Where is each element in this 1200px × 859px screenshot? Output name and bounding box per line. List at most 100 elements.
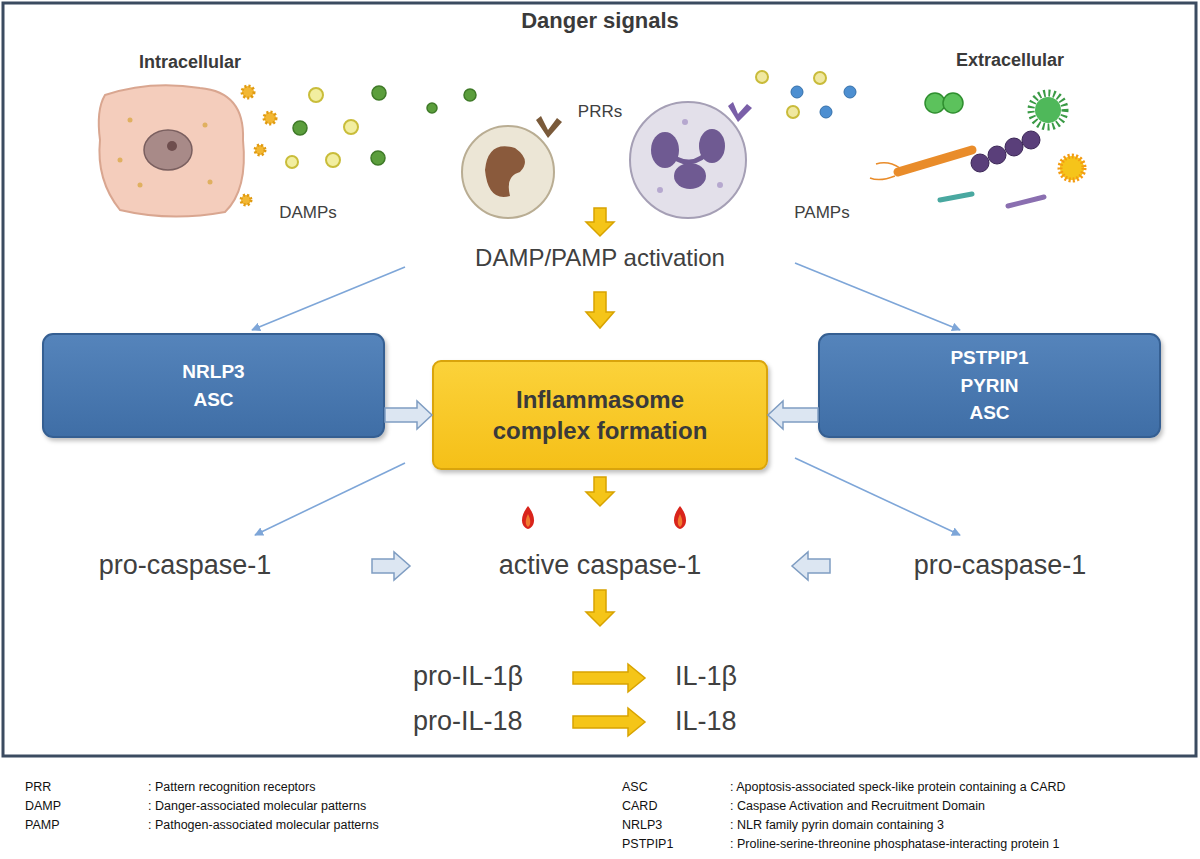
flame-symbol [678, 514, 683, 527]
node-text: Inflammasome complex formation [493, 384, 708, 446]
flow-arrow [573, 664, 645, 692]
abbreviation-text: ASC [622, 780, 648, 794]
granule [682, 119, 688, 125]
flame-symbol [674, 506, 686, 529]
flow-arrow [586, 477, 614, 506]
host-cell [99, 85, 244, 216]
flow-arrow [586, 590, 614, 626]
pamp-molecule [756, 71, 768, 83]
bacterium [943, 93, 963, 113]
bacterium [1060, 156, 1084, 180]
released-particle [255, 145, 265, 155]
flow-label: pro-IL-18 [413, 706, 523, 737]
released-particle [242, 86, 254, 98]
released-particle [241, 195, 251, 205]
diagram-title: Danger signals [521, 8, 679, 33]
receptor-symbol [536, 116, 562, 138]
pointer-line [795, 458, 960, 535]
flow-label: pro-IL-1β [413, 661, 523, 692]
pamp-molecule [787, 106, 799, 118]
node-text: PSTPIP1 [950, 344, 1028, 372]
block-arrow [385, 401, 432, 429]
damp-molecule [427, 103, 437, 113]
damp-molecule [344, 120, 358, 134]
abbreviation-text: : Pathogen-associated molecular patterns [148, 818, 379, 832]
immune-cell [462, 126, 554, 218]
damp-molecule [293, 121, 307, 135]
immune-cell [630, 102, 746, 218]
flow-label: Intracellular [139, 52, 241, 73]
flow-label: DAMPs [279, 203, 337, 223]
damp-molecule [286, 156, 298, 168]
abbreviation-text: : Caspase Activation and Recruitment Dom… [730, 799, 985, 813]
abbreviation-text: PAMP [25, 818, 60, 832]
node-text: ASC [969, 399, 1009, 427]
cell-granule [203, 123, 208, 128]
cell-granule [118, 158, 123, 163]
nucleus-lobe [674, 163, 706, 189]
abbreviation-text: : Apoptosis-associated speck-like protei… [730, 780, 1066, 794]
flow-arrow [573, 708, 645, 736]
abbreviation-text: CARD [622, 799, 657, 813]
flow-label: PAMPs [794, 203, 849, 223]
outer-frame [3, 3, 1196, 756]
pamp-molecule [814, 72, 826, 84]
bacterium [971, 154, 989, 172]
flow-arrow [586, 208, 614, 236]
abbreviation-text: DAMP [25, 799, 61, 813]
cell-granule [208, 180, 213, 185]
flow-label: PRRs [578, 102, 622, 122]
nucleus-lobe [699, 129, 725, 163]
bacterium [988, 146, 1006, 164]
flow-label: IL-1β [675, 661, 737, 692]
bacterium [1022, 131, 1040, 149]
flow-label: Extracellular [956, 50, 1064, 71]
abbreviation-text: PSTPIP1 [622, 837, 673, 851]
virus [1035, 97, 1061, 123]
flow-label: active caspase-1 [499, 550, 702, 581]
abbreviation-text: : Pattern recognition receptors [148, 780, 315, 794]
pamp-molecule [844, 86, 856, 98]
abbreviation-text: : NLR family pyrin domain containing 3 [730, 818, 944, 832]
bacterium [1005, 138, 1023, 156]
bacterium [940, 194, 972, 200]
protein-box: PSTPIP1PYRINASC [818, 333, 1161, 438]
flame-symbol [522, 506, 534, 529]
block-arrow [768, 401, 818, 429]
nucleus-lobe [651, 132, 679, 168]
damp-molecule [464, 89, 476, 101]
flow-label: pro-caspase-1 [914, 550, 1087, 581]
damp-molecule [372, 86, 386, 100]
pointer-line [255, 463, 405, 535]
bacterium [1008, 197, 1044, 206]
flow-arrow [586, 292, 614, 328]
abbreviation-text: : Proline-serine-threonine phosphatase-i… [730, 837, 1059, 851]
node-text: NRLP3 [182, 358, 244, 386]
pamp-molecule [820, 106, 832, 118]
damp-molecule [371, 151, 385, 165]
bacterium [925, 93, 945, 113]
node-text: PYRIN [960, 372, 1018, 400]
process-box: Inflammasome complex formation [432, 360, 768, 470]
cell-granule [128, 118, 133, 123]
damp-molecule [309, 88, 323, 102]
cell-nucleus [485, 146, 525, 197]
nucleolus [167, 141, 177, 151]
damp-molecule [326, 153, 340, 167]
pointer-line [795, 263, 960, 330]
receptor-symbol [728, 102, 752, 122]
abbreviation-text: PRR [25, 780, 51, 794]
flow-label: DAMP/PAMP activation [475, 244, 725, 272]
pamp-molecule [791, 86, 803, 98]
pointer-line [252, 267, 405, 330]
protein-box: NRLP3ASC [42, 333, 385, 438]
block-arrow [792, 552, 830, 580]
flow-label: pro-caspase-1 [99, 550, 272, 581]
block-arrow [372, 552, 410, 580]
abbreviation-text: NRLP3 [622, 818, 662, 832]
flame-symbol [526, 514, 531, 527]
virus-spikes [1031, 93, 1065, 127]
granule [657, 187, 663, 193]
bacterium [898, 150, 972, 172]
